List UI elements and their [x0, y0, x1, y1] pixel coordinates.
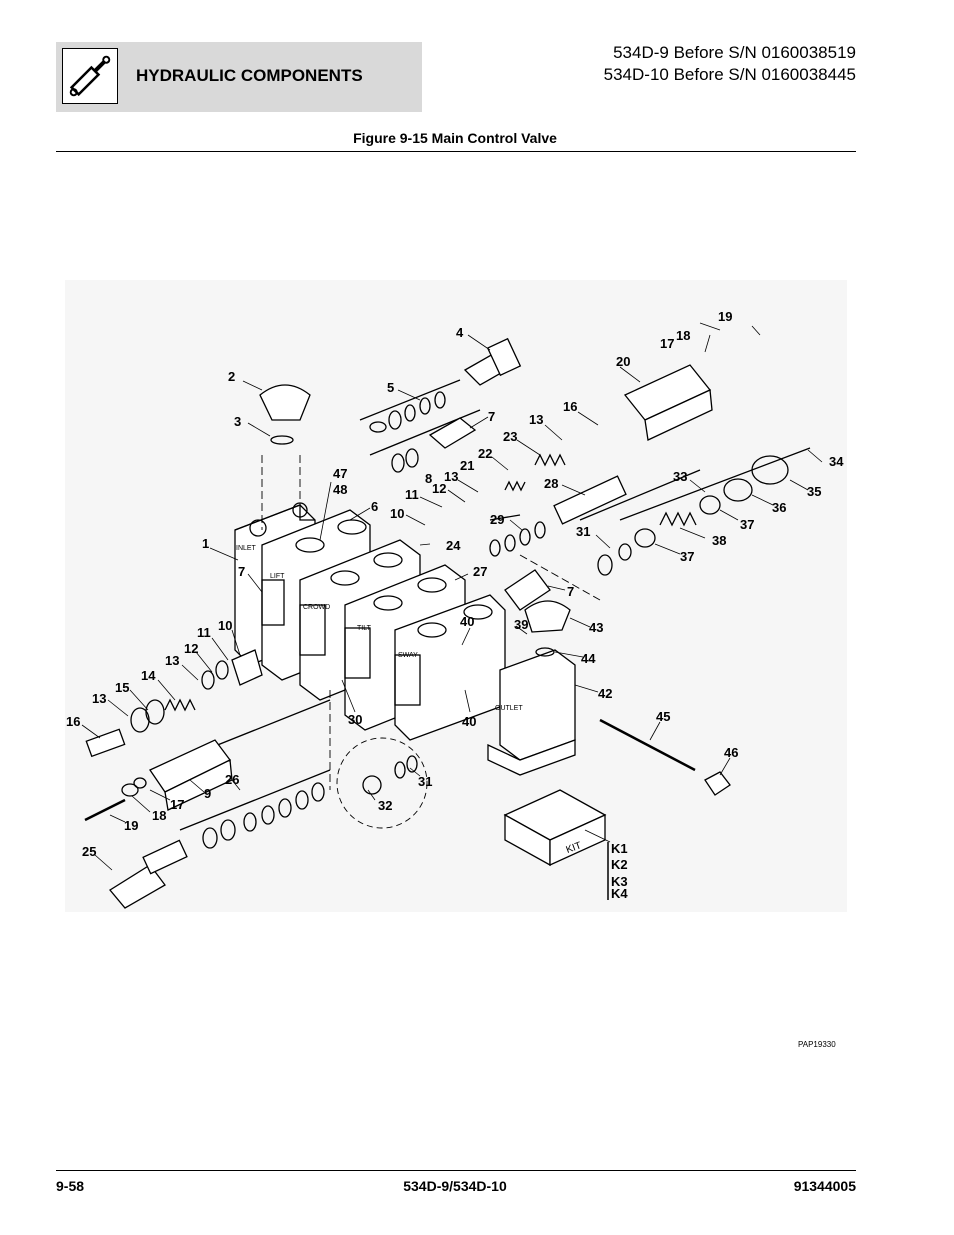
- callout-8: 8: [425, 471, 432, 486]
- callout-32: 32: [378, 798, 392, 813]
- section-label-outlet: OUTLET: [495, 705, 523, 712]
- callout-3: 3: [234, 414, 241, 429]
- callout-39: 39: [514, 617, 528, 632]
- callout-33: 33: [673, 469, 687, 484]
- callout-10-top: 10: [390, 506, 404, 521]
- image-code: PAP19330: [798, 1040, 836, 1049]
- callout-24: 24: [446, 538, 461, 553]
- page-number: 9-58: [56, 1178, 85, 1194]
- kit-label: KIT: [565, 840, 583, 856]
- callout-7-right: 7: [567, 584, 574, 599]
- callout-31-top: 31: [576, 524, 590, 539]
- callout-4: 4: [456, 325, 464, 340]
- callout-47: 47: [333, 466, 347, 481]
- callout-27: 27: [473, 564, 487, 579]
- callout-13-b: 13: [444, 469, 458, 484]
- cartridge-part-25: [109, 839, 188, 909]
- section-label-sway: SWAY: [398, 652, 418, 659]
- callout-34: 34: [829, 454, 844, 469]
- hydraulic-cylinder-icon: [62, 48, 118, 104]
- callout-42: 42: [598, 686, 612, 701]
- callout-40-bottom: 40: [462, 714, 476, 729]
- callout-20: 20: [616, 354, 630, 369]
- header-rule: [56, 151, 856, 152]
- callout-13-d: 13: [92, 691, 106, 706]
- callout-19-top: 19: [718, 309, 732, 324]
- callout-48: 48: [333, 482, 347, 497]
- callout-10-left: 10: [218, 618, 232, 633]
- callout-16-top: 16: [563, 399, 577, 414]
- callout-k2: K2: [611, 857, 628, 872]
- callout-43: 43: [589, 620, 603, 635]
- model-line-1: 534D-9 Before S/N 0160038519: [613, 43, 856, 62]
- callout-11-left: 11: [197, 625, 211, 640]
- callout-17-left: 17: [170, 797, 184, 812]
- callout-36: 36: [772, 500, 786, 515]
- callout-16-left: 16: [66, 714, 80, 729]
- callout-14: 14: [141, 668, 156, 683]
- callout-45: 45: [656, 709, 670, 724]
- callout-15: 15: [115, 680, 129, 695]
- section-label-crowd: CROWD: [303, 604, 330, 611]
- kit-box-illustration: [503, 789, 607, 867]
- callout-19-left: 19: [124, 818, 138, 833]
- callout-30: 30: [348, 712, 362, 727]
- callout-38: 38: [712, 533, 726, 548]
- callout-7-top: 7: [488, 409, 495, 424]
- callout-26: 26: [225, 772, 239, 787]
- callout-21: 21: [460, 458, 474, 473]
- callout-40-top: 40: [460, 614, 474, 629]
- callout-13-c: 13: [165, 653, 179, 668]
- callout-k3: K3: [611, 874, 628, 889]
- callout-29: 29: [490, 512, 504, 527]
- model-line-2: 534D-10 Before S/N 0160038445: [603, 65, 856, 84]
- callout-7-left: 7: [238, 564, 245, 579]
- section-label-lift: LIFT: [270, 573, 285, 580]
- callout-28: 28: [544, 476, 558, 491]
- cap-part-20: [623, 364, 713, 441]
- callout-k4: K4: [611, 886, 628, 901]
- callout-23: 23: [503, 429, 517, 444]
- callout-37-b: 37: [680, 549, 694, 564]
- callout-31-detail: 31: [418, 774, 432, 789]
- footer-model: 534D-9/534D-10: [403, 1178, 507, 1194]
- callout-44: 44: [581, 651, 596, 666]
- callout-13-a: 13: [529, 412, 543, 427]
- callout-2: 2: [228, 369, 235, 384]
- callout-6: 6: [371, 499, 378, 514]
- callout-12-top: 12: [432, 481, 446, 496]
- section-label-inlet: INLET: [236, 545, 257, 552]
- callout-25: 25: [82, 844, 96, 859]
- callout-12-left: 12: [184, 641, 198, 656]
- callout-35: 35: [807, 484, 821, 499]
- callout-1: 1: [202, 536, 209, 551]
- doc-number: 91344005: [793, 1178, 856, 1194]
- fitting-part-4: [463, 337, 522, 386]
- callout-9: 9: [204, 786, 211, 801]
- callout-46: 46: [724, 745, 738, 760]
- callout-5: 5: [387, 380, 394, 395]
- callout-k1: K1: [611, 841, 628, 856]
- spool-part-28: [553, 475, 627, 525]
- callout-22: 22: [478, 446, 492, 461]
- figure-title: Figure 9-15 Main Control Valve: [353, 130, 557, 146]
- callout-11-top: 11: [405, 487, 419, 502]
- valve-section-outlet: [487, 649, 576, 776]
- section-title: HYDRAULIC COMPONENTS: [136, 66, 363, 85]
- section-label-tilt: TILT: [357, 625, 372, 632]
- callout-18-left: 18: [152, 808, 166, 823]
- callout-18-top: 18: [676, 328, 690, 343]
- callout-17-top: 17: [660, 336, 674, 351]
- callout-37-a: 37: [740, 517, 754, 532]
- footer-rule: [56, 1170, 856, 1171]
